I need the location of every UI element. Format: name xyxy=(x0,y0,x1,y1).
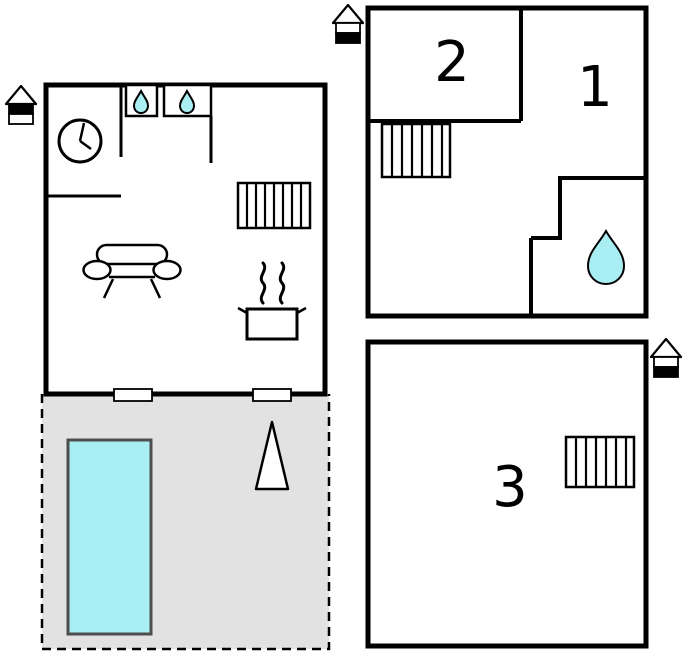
stair-treads xyxy=(390,124,444,177)
door-opening xyxy=(113,388,153,402)
bathroom-water-drop-icon xyxy=(586,228,626,286)
room-number-label: 3 xyxy=(492,455,528,520)
stove-icon xyxy=(237,261,307,341)
pot-handle xyxy=(237,306,248,315)
tree-icon xyxy=(254,420,290,491)
clock-icon xyxy=(57,118,103,164)
storey-band-filled xyxy=(653,366,679,378)
sofa-leg xyxy=(102,278,115,299)
stairs-icon xyxy=(380,122,452,179)
roof-icon xyxy=(4,84,38,106)
stair-treads xyxy=(245,183,303,228)
interior-walls xyxy=(44,85,213,198)
door-opening xyxy=(252,388,292,402)
top-floor-building: 3 xyxy=(365,339,649,649)
sofa-armrest xyxy=(82,259,112,281)
sofa-armrest xyxy=(152,259,182,281)
stairs-outline xyxy=(380,122,452,179)
stairs-icon xyxy=(564,435,636,489)
water-drop-icon xyxy=(132,88,150,115)
terrace xyxy=(40,394,331,651)
storey-band-empty xyxy=(8,113,34,125)
clock-hand xyxy=(79,139,92,151)
stairs-outline xyxy=(564,435,636,489)
steam-icon xyxy=(259,261,267,305)
interior-walls xyxy=(366,8,648,318)
water-drop-icon xyxy=(178,88,196,115)
clock-hand xyxy=(78,122,86,142)
sofa-back xyxy=(95,243,169,266)
house-storey-icon-first xyxy=(331,3,365,44)
house-storey-icon-top xyxy=(649,337,683,378)
room-number-label: 1 xyxy=(577,55,613,120)
storey-band-empty xyxy=(653,356,679,368)
roof-icon xyxy=(649,337,683,359)
terrace-dashed-border xyxy=(40,394,331,651)
swimming-pool xyxy=(66,438,153,636)
storey-band-filled xyxy=(8,103,34,115)
sofa-leg xyxy=(149,278,162,299)
first-floor-building: 2 1 xyxy=(365,5,649,319)
storey-band-filled xyxy=(335,32,361,44)
outer-wall xyxy=(365,339,649,649)
room-number-label: 2 xyxy=(434,30,470,95)
stair-treads xyxy=(574,437,628,487)
ground-floor-building xyxy=(43,82,328,402)
house-storey-icon-ground xyxy=(4,84,38,125)
sofa-icon xyxy=(82,243,182,299)
stairs-icon xyxy=(236,181,312,230)
sink-icon xyxy=(162,83,213,118)
pot-handle xyxy=(296,306,307,315)
roof-icon xyxy=(331,3,365,25)
steam-icon xyxy=(278,261,286,305)
sink-icon xyxy=(124,83,159,118)
pot-body xyxy=(245,307,299,341)
storey-band-empty xyxy=(335,22,361,34)
